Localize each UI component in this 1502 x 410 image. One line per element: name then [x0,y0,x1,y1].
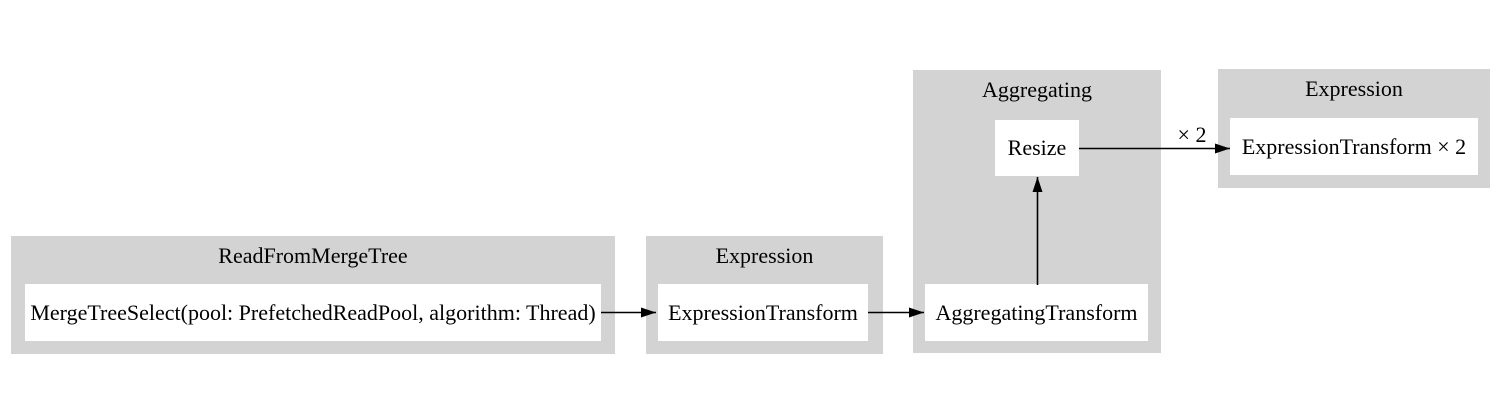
node-merge-tree-select: MergeTreeSelect(pool: PrefetchedReadPool… [25,284,601,341]
edge-multiplier-label: × 2 [1177,122,1207,147]
node-resize: Resize [995,120,1079,176]
cluster-expression-1-label: Expression [715,243,814,268]
node-expression-transform: ExpressionTransform [658,284,868,341]
cluster-read-from-merge-tree-label: ReadFromMergeTree [218,243,408,268]
cluster-aggregating-label: Aggregating [982,77,1092,102]
node-aggregating-transform: AggregatingTransform [925,284,1148,341]
node-expression-transform-x2: ExpressionTransform × 2 [1230,118,1478,175]
cluster-expression-2-label: Expression [1305,76,1403,101]
